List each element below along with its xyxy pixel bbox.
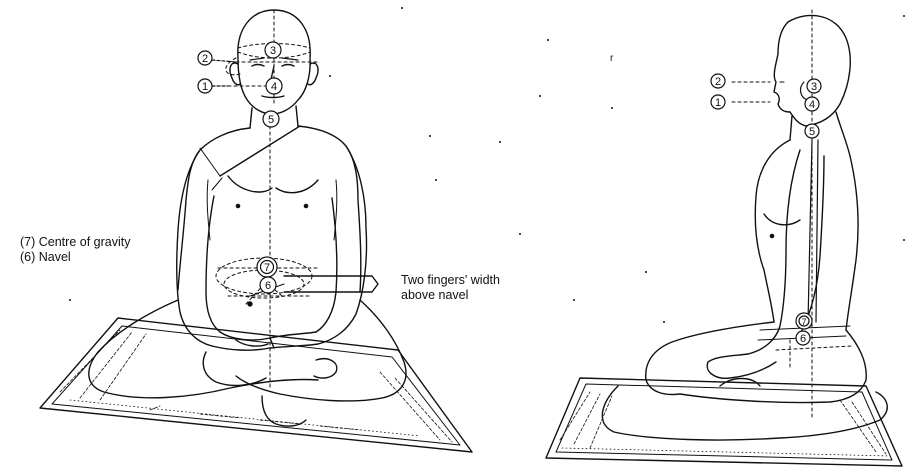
svg-text:3: 3 [811, 81, 817, 93]
svg-text:6: 6 [800, 333, 806, 345]
svg-text:1: 1 [202, 81, 208, 93]
front-legs [89, 300, 406, 426]
front-arms [177, 146, 367, 346]
front-marker-1: 1 [198, 79, 228, 93]
front-figure [40, 10, 472, 452]
side-guides [732, 10, 852, 420]
front-marker-3: 3 [265, 42, 281, 58]
label-centre-of-gravity: (7) Centre of gravity [20, 235, 130, 249]
front-marker-2: 2 [198, 51, 236, 65]
side-marker-1: 1 [711, 95, 725, 109]
front-marker-6: 6 [260, 277, 276, 293]
side-marker-4: 4 [805, 97, 819, 111]
label-navel: (6) Navel [20, 250, 71, 264]
side-mat [546, 378, 902, 466]
label-two-fingers-line1: Two fingers' width [401, 273, 500, 287]
svg-text:7: 7 [264, 262, 270, 274]
side-marker-2: 2 [711, 74, 725, 88]
front-marker-5: 5 [263, 111, 279, 127]
svg-text:4: 4 [809, 99, 815, 111]
svg-text:7: 7 [801, 317, 806, 327]
svg-text:5: 5 [268, 114, 274, 126]
side-torso [755, 112, 858, 330]
side-marker-3: 3 [807, 79, 821, 93]
front-marker-7: 7 [257, 257, 277, 277]
svg-text:2: 2 [202, 53, 208, 65]
svg-text:4: 4 [271, 81, 277, 93]
svg-text:2: 2 [715, 76, 721, 88]
side-markers: 2 1 3 4 5 7 6 [711, 74, 821, 345]
svg-text:3: 3 [270, 45, 276, 57]
svg-text:1: 1 [715, 97, 721, 109]
side-marker-6: 6 [796, 331, 810, 345]
front-marker-4: 4 [266, 78, 282, 94]
side-legs [602, 322, 887, 440]
svg-text:6: 6 [265, 280, 271, 292]
side-marker-5: 5 [805, 124, 819, 138]
side-marker-7: 7 [796, 313, 812, 329]
svg-text:5: 5 [809, 126, 815, 138]
front-mat [40, 318, 472, 452]
label-two-fingers-line2: above navel [401, 288, 468, 302]
stray-mark-r: r [610, 52, 613, 66]
